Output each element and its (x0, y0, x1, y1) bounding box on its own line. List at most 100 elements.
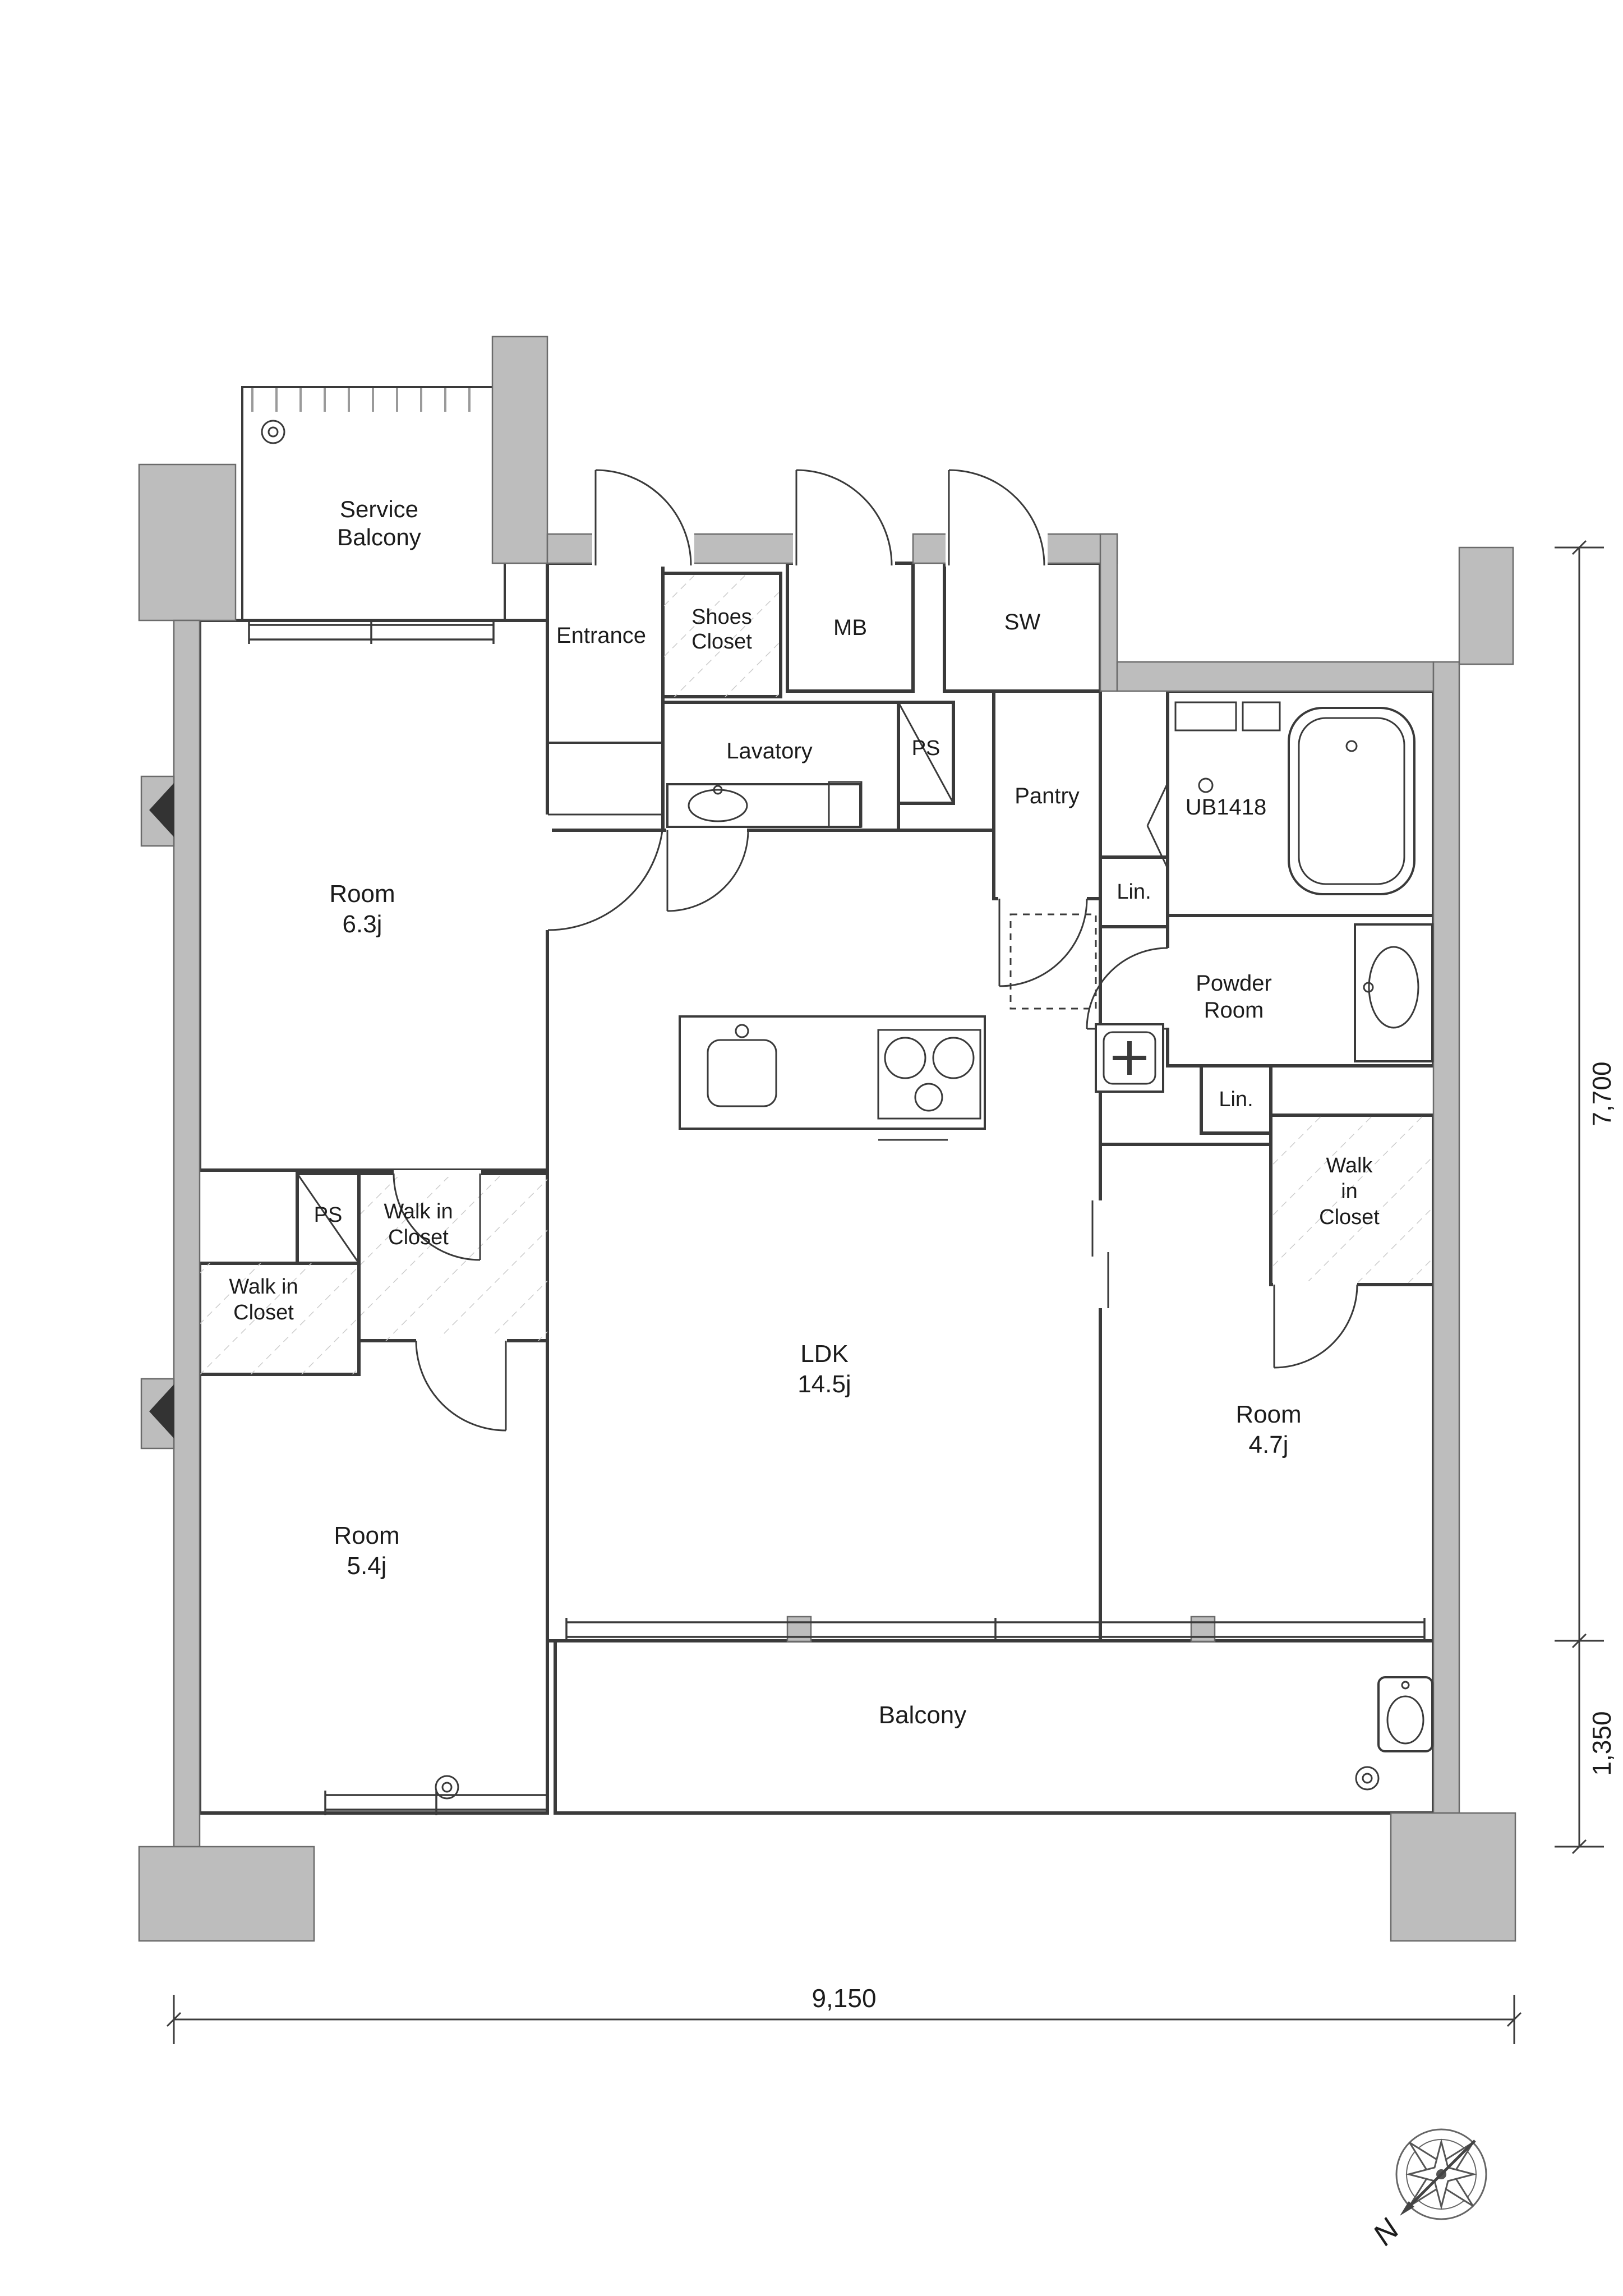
washer-pan-inner (1103, 1031, 1156, 1085)
label-ldk: LDK (800, 1340, 849, 1368)
gap (1164, 948, 1171, 1028)
dim-tick (1571, 1839, 1587, 1855)
wall-jog (1099, 533, 1118, 692)
door-gaps (394, 530, 1357, 1344)
dim-height-main-value: 7,700 (1587, 1061, 1616, 1126)
dimension-lines: 9,150 7,700 1,350 (166, 540, 1616, 2044)
wic-right-hatch (1271, 1115, 1433, 1285)
drain-icon (261, 420, 285, 444)
room-5-4 (198, 1339, 549, 1815)
label-lavatory: Lavatory (726, 739, 812, 763)
label-service-balcony: Service (340, 496, 418, 522)
gap (592, 530, 694, 567)
vanity-faucet-icon (1363, 982, 1374, 993)
vanity-basin (1368, 946, 1419, 1029)
compass-needle (1407, 2139, 1476, 2209)
compass-needle-arrow (1400, 2201, 1414, 2216)
label-service-balcony: Balcony (337, 524, 421, 550)
wall-column (138, 463, 237, 622)
gap (666, 827, 747, 834)
gap (1273, 1281, 1357, 1288)
wic-right-door-arc (1274, 1284, 1358, 1369)
label-powder-room: Powder (1196, 971, 1272, 996)
lin-lower-box (1200, 1064, 1272, 1135)
room-entrance (546, 562, 665, 832)
drain-icon (441, 1782, 453, 1793)
labels: Service Balcony Entrance Shoes Closet MB… (229, 496, 1380, 1729)
powder-door-arc (1086, 947, 1168, 1029)
gap (394, 1170, 481, 1177)
drain-icon (268, 426, 279, 438)
lin-upper-box (1099, 855, 1169, 928)
label-sw: SW (1004, 610, 1041, 634)
wall-top (912, 533, 950, 564)
label-balcony: Balcony (879, 1701, 967, 1729)
label-mb: MB (833, 615, 867, 640)
windows (149, 620, 1426, 1815)
refrigerator-space (1009, 913, 1097, 1010)
wic-left-hatch (200, 1263, 359, 1374)
lavatory-door-arc (667, 830, 749, 912)
dim-height-balcony-value: 1,350 (1587, 1711, 1616, 1775)
room-6-3 (198, 619, 549, 1172)
doors (393, 469, 1358, 1432)
drain-icon (1362, 1773, 1373, 1784)
hall-door-arc (547, 814, 665, 931)
wall-column (1390, 1812, 1516, 1942)
pantry-door-arc (999, 898, 1088, 987)
gap (946, 530, 1048, 567)
burner-icon (914, 1083, 943, 1112)
dim-tick (166, 2012, 182, 2027)
ps-diagonal (296, 1173, 360, 1264)
label-room-63: 6.3j (343, 910, 382, 938)
room54-door-arc (415, 1340, 506, 1432)
slop-sink (1377, 1676, 1433, 1752)
label-powder-room: Room (1204, 998, 1264, 1023)
balcony-box (554, 1639, 1435, 1815)
bath-bifold-door (1146, 825, 1169, 869)
label-wic-right: in (1341, 1180, 1358, 1203)
label-lin-lower: Lin. (1219, 1088, 1253, 1111)
label-room-54: Room (334, 1522, 399, 1549)
drain-icon (1355, 1766, 1380, 1791)
label-room-54: 5.4j (347, 1552, 387, 1580)
gap (416, 1337, 507, 1344)
wic-center-hatch (359, 1174, 547, 1341)
wall-column (491, 335, 548, 564)
bath-counter (1174, 701, 1237, 731)
bath-drain-icon (1345, 740, 1358, 752)
dim-width-value: 9,150 (811, 1984, 876, 2013)
lavatory-counter (666, 783, 861, 828)
bath-counter (1242, 701, 1281, 731)
lavatory-basin (688, 789, 748, 822)
ps-diagonal (897, 702, 955, 804)
label-entrance: Entrance (556, 623, 646, 648)
walls (138, 335, 1516, 1942)
kitchen-sink (707, 1039, 777, 1107)
cooktop (877, 1029, 981, 1120)
wall-column (138, 1846, 315, 1942)
label-shoes-closet: Closet (691, 630, 752, 654)
bath-bifold-door (1146, 783, 1169, 826)
label-room-47: Room (1235, 1401, 1301, 1428)
wall-top-right (1116, 661, 1435, 692)
burner-icon (884, 1037, 926, 1079)
rooms (198, 562, 1435, 1815)
label-lin-upper: Lin. (1117, 880, 1151, 904)
pantry-box (992, 689, 1102, 900)
kitchen-faucet-icon (735, 1024, 749, 1038)
label-wic-right: Walk (1326, 1154, 1373, 1177)
room-ldk (546, 829, 1102, 1642)
mb-box (786, 562, 915, 693)
bathtub (1288, 707, 1415, 895)
wall-top (546, 533, 597, 564)
fixtures (435, 701, 1433, 1800)
gap (1097, 1200, 1104, 1308)
compass-rose: N (1366, 2128, 1487, 2252)
burner-icon (932, 1037, 975, 1079)
gap (544, 815, 552, 930)
side-window-icon (149, 1384, 174, 1438)
wall-top (690, 533, 797, 564)
wall-column (1458, 546, 1514, 665)
label-wic-center: Walk in (384, 1200, 453, 1223)
